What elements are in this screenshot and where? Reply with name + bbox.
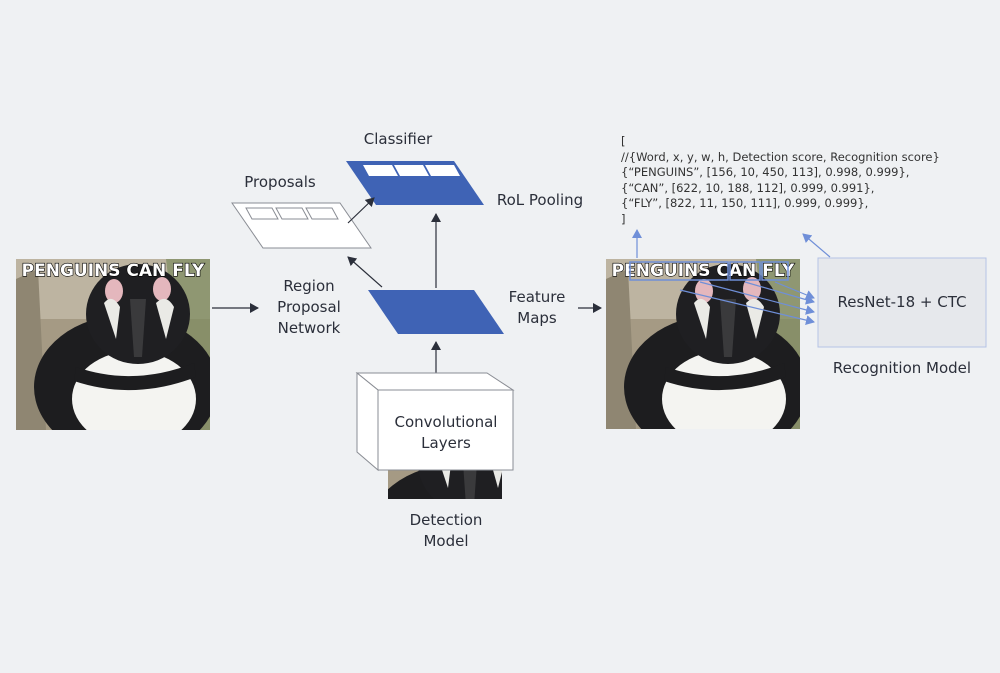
arrow-crop-2 (744, 281, 815, 305)
arrow-crop-1 (699, 281, 815, 315)
rpn-label-line-2: Proposal (277, 298, 341, 316)
bbox-penguins (629, 261, 729, 281)
feature-maps-line-1: Feature (508, 288, 566, 306)
arrow-features-to-proposals (347, 256, 383, 288)
rpn-label-line-3: Network (277, 319, 341, 337)
proposals-label: Proposals (244, 173, 316, 191)
bbox-can (729, 261, 761, 281)
convolutional-layers-block (355, 371, 515, 472)
arrow-recognition-to-output (802, 233, 831, 258)
roi-pooling-label: RoL Pooling (496, 191, 584, 209)
arrow-crop-3 (774, 281, 815, 300)
output-line: {“FLY”, [822, 11, 150, 111], 0.999, 0.99… (621, 196, 869, 210)
recognition-box (817, 257, 987, 348)
output-line: ] (621, 211, 626, 226)
feature-maps-label: Feature Maps (500, 287, 574, 329)
detection-line-2: Model (423, 532, 469, 550)
input-image: PENGUINS CAN FLY (16, 259, 210, 430)
output-line: {“PENGUINS”, [156, 10, 450, 113], 0.998,… (621, 165, 910, 179)
classifier-label: Classifier (363, 130, 433, 148)
conv-line-2: Layers (421, 434, 471, 452)
output-line: //{Word, x, y, w, h, Detection score, Re… (621, 149, 940, 164)
output-line: {“CAN”, [622, 10, 188, 112], 0.999, 0.99… (621, 180, 875, 195)
arrow-crop-4 (679, 289, 815, 326)
proposals-plane (231, 202, 372, 249)
conv-layers-label: Convolutional Layers (380, 412, 512, 454)
feature-maps-plane (368, 290, 504, 334)
output-json: [ //{Word, x, y, w, h, Detection score, … (621, 134, 940, 227)
arrow-proposals-to-classifier (347, 197, 375, 224)
recognition-box-label: ResNet-18 + CTC (837, 293, 967, 311)
output-image: PENGUINS CAN FLY (606, 259, 800, 429)
input-meme-text: PENGUINS CAN FLY (22, 261, 205, 281)
detection-model-label: Detection Model (386, 510, 506, 552)
conv-line-1: Convolutional (394, 413, 498, 431)
output-line: [ (621, 134, 626, 148)
output-meme-text: PENGUINS CAN FLY (612, 261, 795, 281)
rpn-label-line-1: Region (283, 277, 335, 295)
bbox-fly (761, 261, 789, 281)
classifier-plane (346, 161, 484, 205)
detection-line-1: Detection (409, 511, 483, 529)
rpn-label: Region Proposal Network (262, 276, 356, 339)
recognition-model-label: Recognition Model (832, 359, 972, 377)
feature-maps-line-2: Maps (517, 309, 557, 327)
